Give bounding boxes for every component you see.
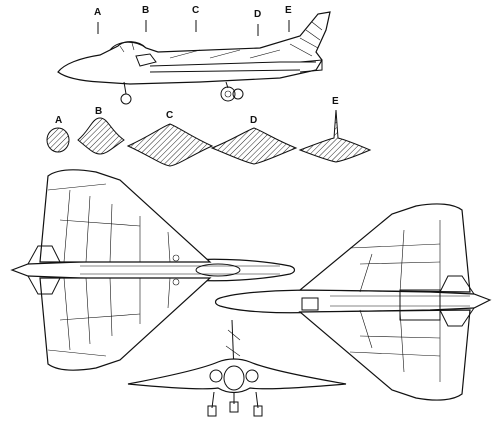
side-label-e: E [285, 5, 292, 16]
side-label-d: D [254, 9, 262, 20]
side-view [57, 11, 331, 105]
top-view [10, 169, 296, 371]
section-label-b: B [95, 106, 103, 117]
bottom-view [214, 203, 492, 401]
front-view [127, 319, 347, 417]
section-label-c: C [166, 110, 174, 121]
section-label-d: D [250, 115, 258, 126]
cross-sections [46, 109, 372, 167]
side-label-c: C [192, 5, 200, 16]
side-label-a: A [94, 7, 102, 18]
section-label-e: E [332, 96, 339, 107]
section-label-a: A [55, 115, 63, 126]
side-label-b: B [142, 5, 150, 16]
